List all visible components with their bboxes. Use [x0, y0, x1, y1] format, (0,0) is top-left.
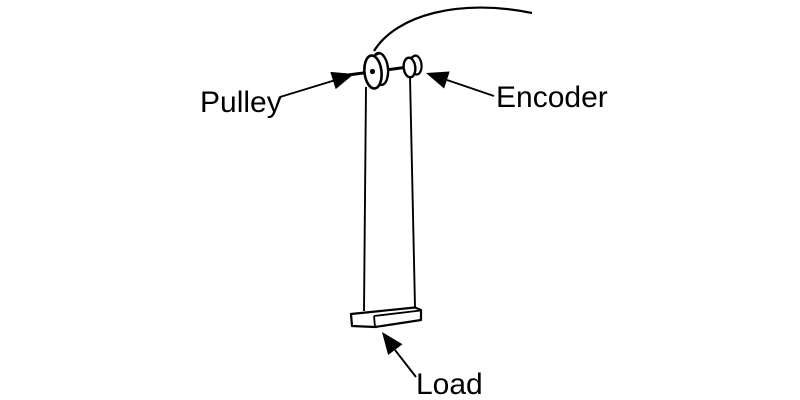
load-label: Load: [416, 368, 483, 400]
load-callout-line: [394, 349, 417, 378]
cable-curve: [373, 6, 533, 52]
encoder-body: [402, 56, 417, 79]
load-block: [349, 306, 423, 329]
pulley-hub-dot: [369, 68, 376, 75]
pulley-arrowhead-icon: [330, 71, 354, 90]
pulley-callout-line: [279, 79, 335, 98]
load-arrowhead-icon: [382, 332, 403, 355]
load-end-divider: [373, 315, 376, 328]
belt-line-left: [363, 86, 367, 312]
encoder-arrowhead-icon: [426, 71, 450, 89]
belt-line-right: [409, 76, 416, 308]
load-top-front-edge: [373, 309, 421, 317]
encoder-label: Encoder: [496, 81, 608, 114]
pulley-label: Pulley: [200, 86, 282, 119]
encoder-callout-line: [446, 79, 495, 97]
